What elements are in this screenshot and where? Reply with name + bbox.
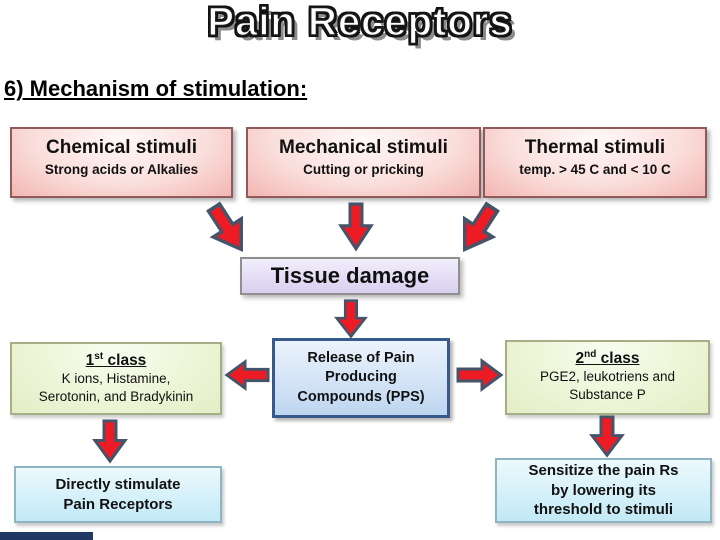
sensitize-box: Sensitize the pain Rs by lowering its th… — [495, 458, 712, 523]
bottom-right-line: Sensitize the pain Rs — [528, 462, 679, 480]
class-ordinal-suffix: st — [94, 351, 104, 362]
directly-stimulate-box: Directly stimulate Pain Receptors — [14, 466, 222, 523]
release-line: Compounds (PPS) — [297, 388, 425, 405]
release-pps-box: Release of Pain Producing Compounds (PPS… — [272, 338, 450, 418]
first-class-line: Serotonin, and Bradykinin — [38, 389, 194, 405]
bottom-right-line: by lowering its — [550, 481, 656, 499]
box-title: Chemical stimuli — [46, 137, 197, 158]
page-title: Pain Receptors — [207, 0, 513, 45]
arrow-right-icon — [456, 357, 504, 393]
arrow-down-right-icon — [196, 195, 260, 264]
tissue-damage-box: Tissue damage — [240, 257, 460, 295]
box-subtitle: temp. > 45 C and < 10 C — [519, 162, 671, 177]
first-class-box: 1st class K ions, Histamine, Serotonin, … — [10, 342, 222, 415]
arrow-down-left-icon — [446, 195, 510, 264]
arrow-down-icon — [589, 415, 625, 458]
second-class-line: Substance P — [569, 387, 646, 403]
class-word: class — [107, 352, 147, 370]
class-ordinal-suffix: nd — [584, 349, 597, 360]
decorative-corner-bar — [0, 532, 93, 540]
first-class-line: K ions, Histamine, — [61, 371, 171, 387]
second-class-box: 2nd class PGE2, leukotriens and Substanc… — [505, 340, 710, 415]
arrow-down-icon — [338, 202, 374, 252]
class-number: 1 — [85, 352, 95, 370]
thermal-stimuli-box: Thermal stimuli temp. > 45 C and < 10 C — [483, 127, 707, 198]
bottom-left-line: Directly stimulate — [55, 476, 181, 493]
first-class-title: 1st class — [85, 351, 147, 370]
box-subtitle: Cutting or pricking — [303, 162, 424, 177]
second-class-line: PGE2, leukotriens and — [539, 369, 676, 385]
release-line: Release of Pain — [307, 349, 415, 366]
second-class-title: 2nd class — [575, 349, 640, 368]
box-title: Thermal stimuli — [524, 137, 666, 158]
box-title: Mechanical stimuli — [279, 137, 448, 158]
chemical-stimuli-box: Chemical stimuli Strong acids or Alkalie… — [10, 127, 233, 198]
section-heading: 6) Mechanism of stimulation: — [4, 76, 308, 101]
arrow-down-icon — [334, 299, 368, 339]
class-word: class — [600, 350, 640, 368]
mechanical-stimuli-box: Mechanical stimuli Cutting or pricking — [246, 127, 481, 198]
class-number: 2 — [575, 350, 585, 368]
release-line: Producing — [325, 369, 397, 386]
arrow-left-icon — [224, 358, 270, 392]
tissue-damage-label: Tissue damage — [270, 263, 430, 288]
bottom-right-line: threshold to stimuli — [533, 501, 674, 519]
arrow-down-icon — [92, 419, 128, 464]
box-subtitle: Strong acids or Alkalies — [44, 162, 199, 177]
bottom-left-line: Pain Receptors — [63, 495, 173, 513]
